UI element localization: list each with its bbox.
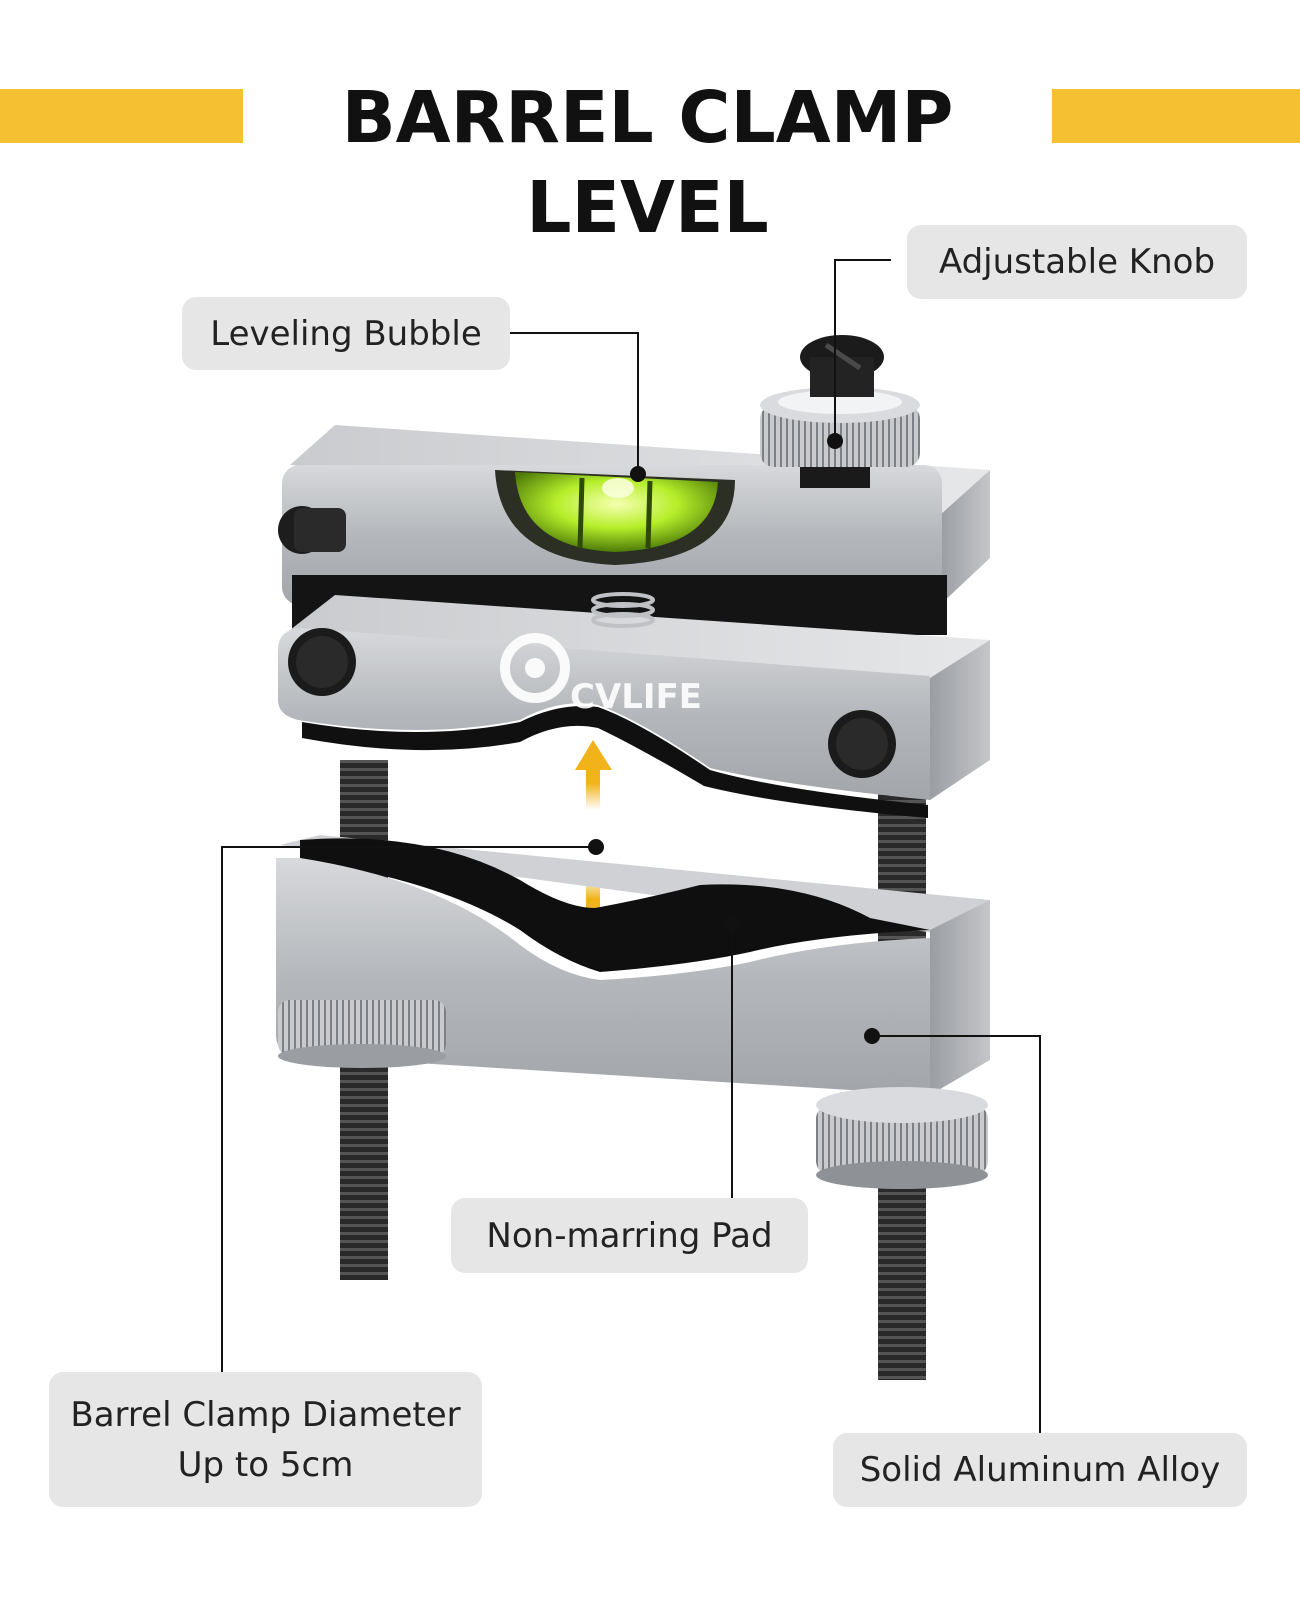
label-barrel-clamp-diameter: Barrel Clamp Diameter Up to 5cm	[49, 1372, 482, 1507]
title-accent-bar-right	[1052, 89, 1300, 143]
callout-line-solid-aluminum	[872, 1035, 1041, 1433]
label-non-marring-pad: Non-marring Pad	[451, 1198, 808, 1273]
callout-lines	[221, 259, 1041, 1433]
label-leveling-bubble-text: Leveling Bubble	[210, 313, 482, 354]
callout-line-adjustable-knob	[834, 259, 891, 441]
adjustable-knob	[760, 335, 920, 488]
label-non-marring-pad-text: Non-marring Pad	[486, 1215, 773, 1256]
callout-dots	[588, 433, 880, 1044]
callout-line-leveling-bubble	[510, 332, 639, 474]
upper-clamp-jaw: CVLIFE	[278, 575, 990, 818]
label-barrel-clamp-line1: Barrel Clamp Diameter	[70, 1394, 461, 1435]
label-barrel-clamp-line2: Up to 5cm	[177, 1444, 354, 1485]
label-leveling-bubble: Leveling Bubble	[182, 297, 510, 370]
label-solid-aluminum-alloy-text: Solid Aluminum Alloy	[859, 1450, 1221, 1490]
label-adjustable-knob-text: Adjustable Knob	[938, 242, 1216, 282]
callout-line-barrel-clamp	[221, 846, 596, 1372]
label-solid-aluminum-alloy: Solid Aluminum Alloy	[833, 1433, 1247, 1507]
brand-logo: CVLIFE	[500, 633, 702, 717]
brand-logo-text: CVLIFE	[570, 677, 702, 717]
page-title: BARREL CLAMP LEVEL	[341, 76, 954, 249]
leveling-bubble-vial	[515, 472, 718, 552]
clamp-up-arrow	[575, 740, 612, 810]
lower-knob-left	[278, 1000, 446, 1068]
title-accent-bar-left	[0, 89, 243, 143]
label-adjustable-knob: Adjustable Knob	[907, 225, 1247, 299]
lower-knob-right	[816, 1087, 988, 1189]
